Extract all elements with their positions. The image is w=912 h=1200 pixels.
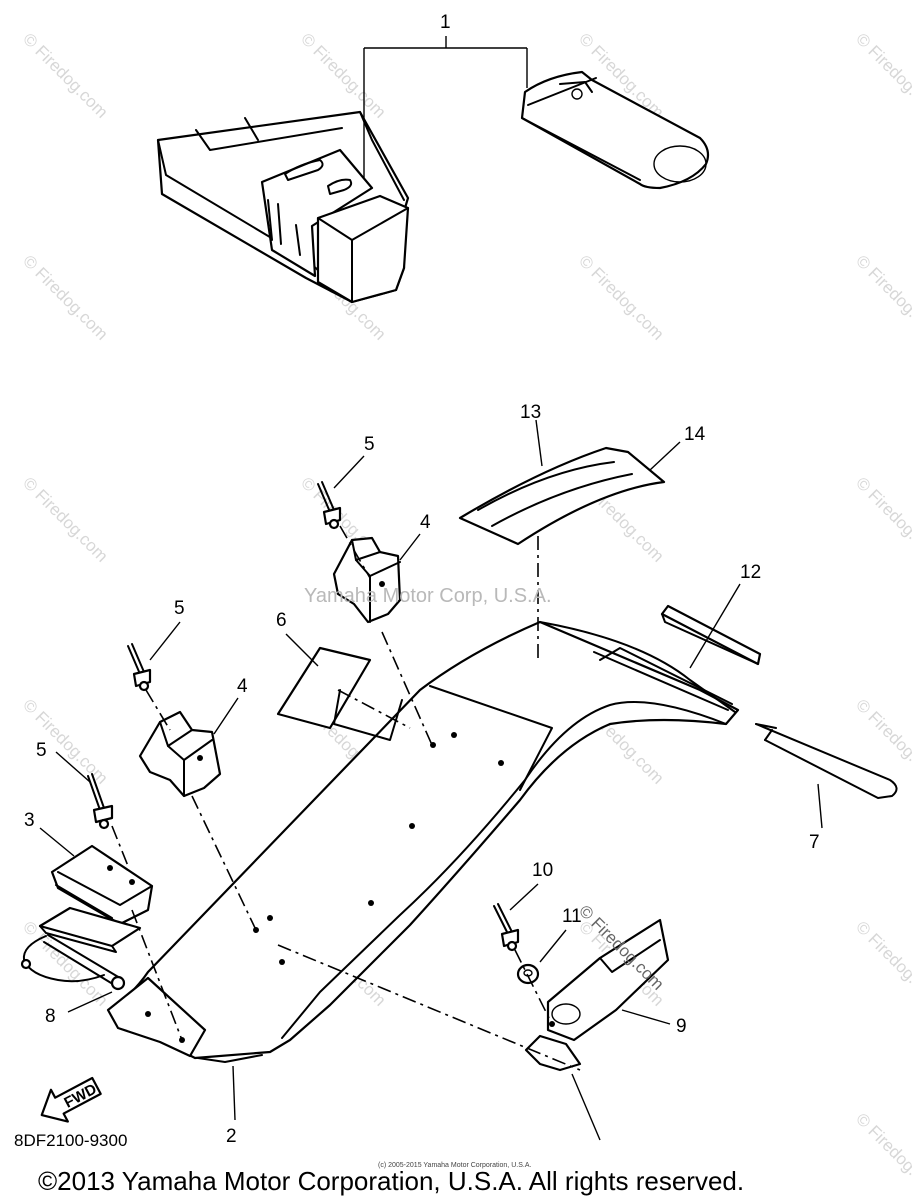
watermark-firedog: © Firedog.com — [852, 917, 912, 1009]
part-1-seat-cover — [520, 70, 710, 190]
watermark-firedog: © Firedog.com — [852, 695, 912, 787]
watermark-firedog: © Firedog.com — [19, 473, 111, 565]
callout-3: 3 — [24, 810, 35, 831]
part-13-14-decal — [458, 446, 666, 546]
part-8-pin — [20, 934, 126, 991]
callout-4-left: 4 — [237, 676, 248, 697]
part-4-clip-left — [138, 710, 222, 798]
callout-2: 2 — [226, 1126, 237, 1147]
callout-7: 7 — [809, 832, 820, 853]
callout-5-middle: 5 — [174, 598, 185, 619]
watermark-firedog: © Firedog.com — [852, 251, 912, 343]
watermark-firedog: © Firedog.com — [19, 695, 111, 787]
callout-1: 1 — [440, 12, 451, 33]
watermark-firedog: © Firedog.com — [19, 251, 111, 343]
part-3-hinge — [38, 844, 154, 953]
leader-lines — [39, 419, 823, 1141]
part-5-screw-top — [317, 481, 342, 530]
watermark-firedog: © Firedog.com — [575, 251, 667, 343]
part-5-screw-bottom — [87, 773, 114, 830]
part-11-washer — [516, 963, 540, 985]
assembly-lines — [111, 525, 581, 1071]
part-6-label — [276, 646, 403, 741]
part-2-hull-plate — [110, 620, 740, 1063]
callout-8: 8 — [45, 1006, 56, 1027]
part-code: 8DF2100-9300 — [14, 1131, 127, 1150]
callout-10: 10 — [532, 860, 553, 881]
part-5-screw-middle — [127, 643, 152, 692]
callout-11: 11 — [562, 906, 582, 927]
part-1-seat-cushion — [156, 110, 410, 304]
hull-holes — [253, 732, 504, 965]
callout-5-top: 5 — [364, 434, 375, 455]
part-4-clip-right — [332, 536, 402, 624]
watermark-firedog: © Firedog.com — [297, 29, 389, 121]
callout-13: 13 — [520, 402, 541, 423]
watermark-firedog: © Firedog.com — [19, 29, 111, 121]
part-7-handle — [755, 723, 898, 799]
callout-numbers: 1 2 3 4 4 5 5 5 6 7 8 9 10 11 12 13 14 — [24, 12, 820, 1147]
watermark-firedog: © Firedog.com — [852, 473, 912, 565]
part-12-strip — [660, 604, 762, 666]
callout-1-bracket — [363, 36, 528, 178]
part-9-latch — [524, 918, 670, 1072]
center-watermark: Yamaha Motor Corp, U.S.A. — [304, 585, 552, 607]
small-copyright: (c) 2005-2015 Yamaha Motor Corporation, … — [378, 1162, 531, 1169]
fwd-arrow-icon: FWD — [40, 1076, 102, 1123]
part-10-screw — [493, 903, 520, 952]
watermark-firedog: © Firedog.com — [852, 29, 912, 121]
callout-6: 6 — [276, 610, 287, 631]
copyright-notice: ©2013 Yamaha Motor Corporation, U.S.A. A… — [38, 1166, 744, 1196]
callout-12: 12 — [740, 562, 761, 583]
callout-9: 9 — [676, 1016, 687, 1037]
callout-14: 14 — [684, 424, 706, 445]
callout-5-bottom: 5 — [36, 740, 47, 761]
watermark-firedog: © Firedog.com — [852, 1109, 912, 1200]
callout-4-right: 4 — [420, 512, 431, 533]
